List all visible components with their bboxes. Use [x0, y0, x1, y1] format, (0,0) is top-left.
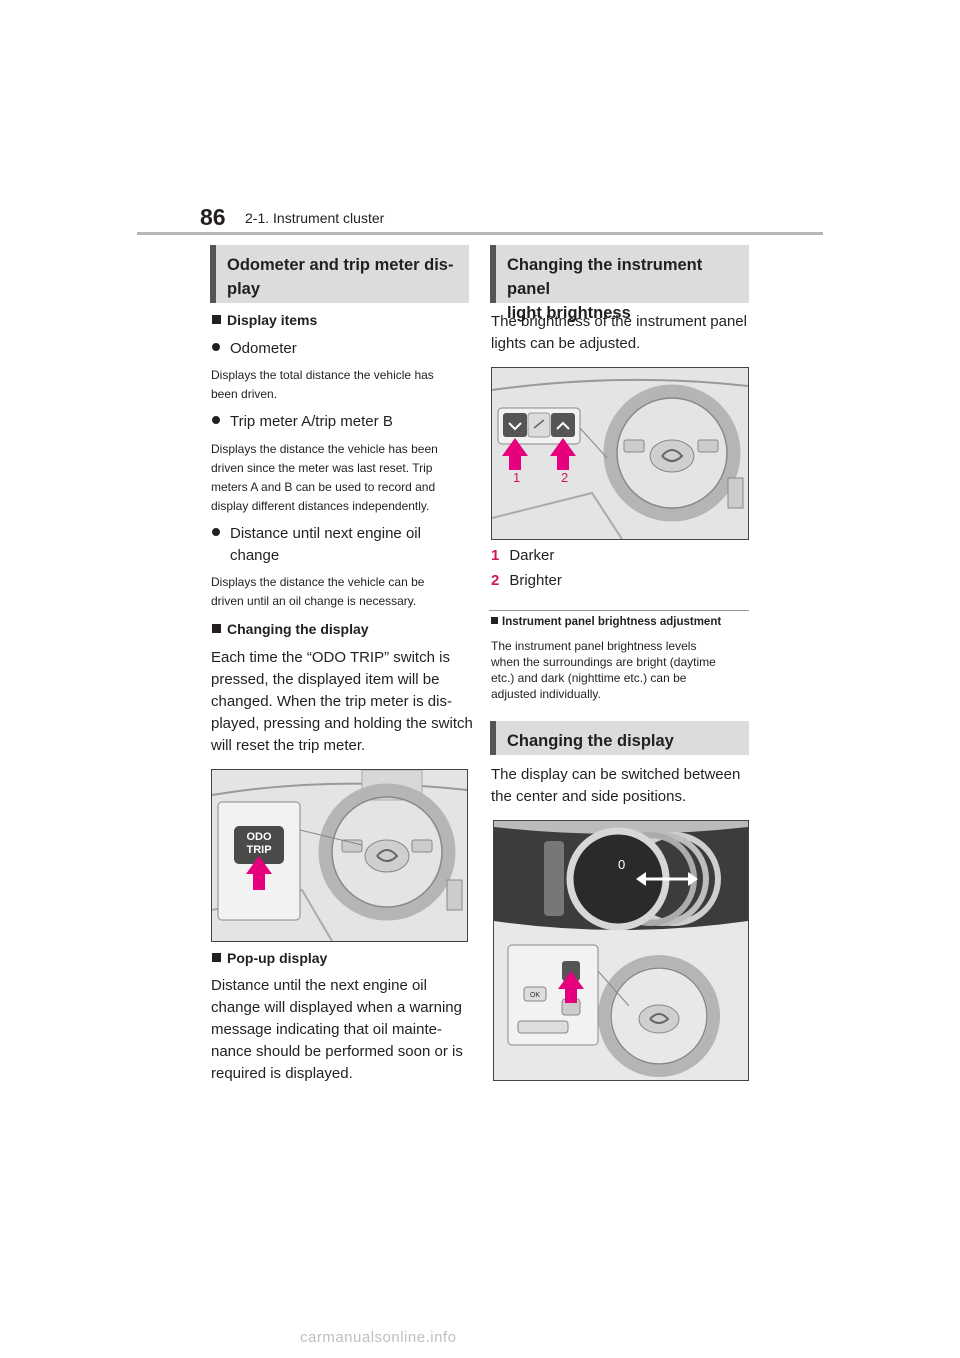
changing-display-paragraph: Each time the “ODO TRIP” switch is press… — [211, 647, 476, 757]
para-line: played, pressing and holding the switch — [211, 715, 473, 732]
header-rule — [137, 232, 823, 235]
note-line: etc.) and dark (nighttime etc.) can be — [491, 671, 687, 685]
watermark: carmanualsonline.info — [300, 1329, 457, 1346]
brightness-adjustment-heading: Instrument panel brightness adjustment — [491, 616, 721, 628]
para-line: nance should be performed soon or is — [211, 1043, 463, 1060]
callout-text: Brighter — [509, 572, 562, 589]
popup-paragraph: Distance until the next engine oil chang… — [211, 975, 476, 1085]
section-title-line: Changing the display — [507, 732, 674, 750]
desc-line: meters A and B can be used to record and — [211, 480, 436, 494]
oil-change-description: Displays the distance the vehicle can be… — [211, 573, 471, 611]
brightness-intro: The brightness of the instrument panel l… — [491, 311, 756, 355]
para-line: required is displayed. — [211, 1065, 353, 1082]
desc-line: driven until an oil change is necessary. — [211, 594, 417, 608]
desc-line: display different distances independentl… — [211, 499, 430, 513]
trip-meter-item: Trip meter A/trip meter B — [212, 411, 393, 433]
heading-text: Pop-up display — [227, 950, 328, 966]
item-text: change — [230, 547, 280, 564]
brightness-buttons-figure: 1 2 — [492, 368, 748, 539]
heading-text: Display items — [227, 312, 318, 328]
note-line: when the surroundings are bright (daytim… — [491, 655, 716, 669]
note-line: The instrument panel brightness levels — [491, 639, 697, 653]
pointer-arrow-icon — [558, 971, 584, 1003]
odo-switch-label-1: ODO — [246, 831, 272, 843]
callout-1: 1 — [513, 470, 520, 485]
para-line: message indicating that oil mainte- — [211, 1021, 442, 1038]
item-text: Trip meter A/trip meter B — [230, 413, 393, 430]
callout-text: Darker — [509, 547, 555, 564]
square-bullet-icon — [491, 617, 498, 624]
heading-text: Changing the display — [227, 621, 369, 637]
oil-change-item: Distance until next engine oil change — [212, 523, 421, 567]
odo-switch-label-2: TRIP — [246, 844, 271, 856]
callout-2: 2 — [561, 470, 568, 485]
section-title-line: Changing the instrument panel — [507, 256, 703, 298]
callout-number: 1 — [491, 547, 500, 564]
para-line: lights can be adjusted. — [491, 335, 641, 352]
brightness-adjustment-note: The instrument panel brightness levels w… — [491, 638, 756, 702]
callout-item-brighter: 2 Brighter — [491, 570, 562, 592]
para-line: The display can be switched between — [491, 766, 741, 783]
callout-item-darker: 1 Darker — [491, 545, 562, 567]
para-line: changed. When the trip meter is dis- — [211, 693, 452, 710]
para-line: will reset the trip meter. — [211, 737, 366, 754]
display-switch-paragraph: The display can be switched between the … — [491, 764, 756, 808]
round-bullet-icon — [212, 528, 220, 536]
para-line: The brightness of the instrument panel — [491, 313, 747, 330]
odometer-description: Displays the total distance the vehicle … — [211, 366, 471, 404]
square-bullet-icon — [212, 953, 221, 962]
para-line: pressed, the displayed item will be — [211, 671, 440, 688]
para-line: change will displayed when a warning — [211, 999, 462, 1016]
square-bullet-icon — [212, 315, 221, 324]
section-title-line: Odometer and trip meter dis- — [227, 256, 454, 274]
display-position-illustration: 0 OK — [493, 820, 749, 1081]
brightness-icon — [533, 419, 545, 429]
para-line: Each time the “ODO TRIP” switch is — [211, 649, 450, 666]
item-text: Distance until next engine oil — [230, 525, 421, 542]
odo-trip-illustration: ODO TRIP — [211, 769, 468, 942]
section-odometer-heading: Odometer and trip meter dis- play — [210, 245, 469, 303]
square-bullet-icon — [212, 624, 221, 633]
desc-line: Displays the distance the vehicle can be — [211, 575, 425, 589]
round-bullet-icon — [212, 416, 220, 424]
section-changing-display-heading: Changing the display — [490, 721, 749, 755]
section-title-line: light brightness — [507, 304, 631, 322]
pointer-arrow-icon — [502, 438, 528, 470]
note-line: adjusted individually. — [491, 687, 601, 701]
chevron-up-icon — [556, 421, 570, 430]
page-number: 86 — [200, 204, 226, 230]
popup-heading: Pop-up display — [212, 950, 327, 966]
pointer-arrow-icon — [550, 438, 576, 470]
desc-line: driven since the meter was last reset. T… — [211, 461, 433, 475]
section-brightness-heading: Changing the instrument panel light brig… — [490, 245, 749, 322]
para-line: Distance until the next engine oil — [211, 977, 427, 994]
item-text: Odometer — [230, 340, 297, 357]
display-items-heading: Display items — [212, 312, 317, 328]
para-line: the center and side positions. — [491, 788, 687, 805]
heading-text: Instrument panel brightness adjustment — [502, 616, 722, 628]
callout-list: 1 Darker 2 Brighter — [491, 545, 562, 592]
callout-number: 2 — [491, 572, 500, 589]
steering-wheel-odo-figure: ODO TRIP — [212, 770, 467, 941]
gauge-zero-label: 0 — [618, 857, 625, 872]
changing-display-heading: Changing the display — [212, 621, 369, 637]
chevron-down-icon — [508, 422, 522, 431]
chapter-header: 2-1. Instrument cluster — [245, 210, 385, 226]
trip-meter-description: Displays the distance the vehicle has be… — [211, 440, 471, 516]
desc-line: been driven. — [211, 387, 278, 401]
ok-button-label: OK — [530, 992, 540, 999]
desc-line: Displays the total distance the vehicle … — [211, 368, 434, 382]
desc-line: Displays the distance the vehicle has be… — [211, 442, 438, 456]
pointer-arrow-icon — [246, 856, 272, 890]
section-title-line: play — [227, 280, 261, 298]
round-bullet-icon — [212, 343, 220, 351]
brightness-illustration: 1 2 — [491, 367, 749, 540]
display-position-figure: 0 OK — [494, 821, 748, 1080]
odometer-item: Odometer — [212, 338, 297, 360]
note-divider — [489, 610, 749, 611]
